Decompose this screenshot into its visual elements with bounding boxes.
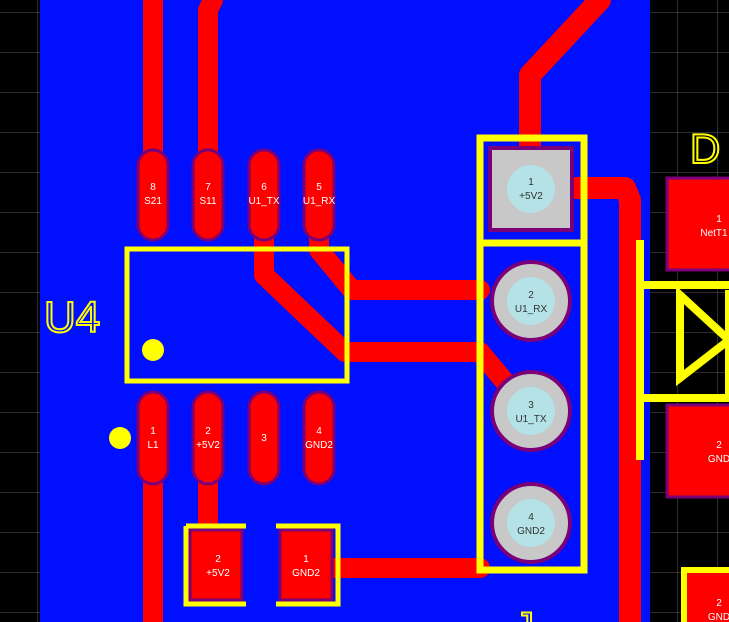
svg-text:2: 2: [528, 290, 534, 301]
designator-d1: D: [690, 125, 720, 172]
svg-text:7: 7: [205, 182, 211, 193]
svg-text:2: 2: [716, 598, 722, 609]
header-pin-2[interactable]: 2 U1_RX: [490, 260, 572, 342]
svg-text:8: 8: [150, 182, 156, 193]
u4-pad-8[interactable]: 8 S21: [136, 148, 170, 242]
right-pad-1[interactable]: 1 NetT1: [665, 176, 729, 272]
svg-text:S21: S21: [144, 196, 162, 207]
svg-text:4: 4: [316, 426, 322, 437]
svg-text:S11: S11: [199, 196, 216, 207]
trace-s11[interactable]: [198, 0, 223, 205]
d1-silkscreen: [636, 240, 729, 460]
svg-text:+5V2: +5V2: [519, 191, 543, 202]
designator-u4: U4: [44, 293, 100, 342]
u4-pad-5[interactable]: 5 U1_RX: [302, 148, 336, 242]
header-pin-3[interactable]: 3 U1_TX: [490, 370, 572, 452]
svg-text:L1: L1: [147, 440, 159, 451]
svg-text:U1_TX: U1_TX: [248, 196, 279, 207]
u4-pad-1[interactable]: 1 L1: [136, 390, 170, 486]
svg-text:U1_TX: U1_TX: [515, 414, 546, 425]
trace-group[interactable]: [143, 0, 641, 622]
svg-text:1: 1: [303, 554, 309, 565]
svg-text:1: 1: [716, 214, 722, 225]
svg-text:GND2: GND2: [292, 568, 320, 579]
svg-text:U1_RX: U1_RX: [303, 196, 336, 207]
svg-text:2: 2: [215, 554, 221, 565]
svg-text:3: 3: [261, 433, 267, 444]
svg-text:4: 4: [528, 512, 534, 523]
u4-pad-7[interactable]: 7 S11: [191, 148, 225, 242]
trace-right-pin1[interactable]: [559, 177, 641, 622]
svg-text:1: 1: [528, 177, 534, 188]
u4-pin1-indicator: [109, 427, 131, 449]
right-pad-3[interactable]: 2 GND: [681, 567, 729, 622]
svg-text:3: 3: [528, 400, 534, 411]
right-pad-2[interactable]: 2 GND: [665, 403, 729, 499]
svg-text:2: 2: [716, 440, 722, 451]
svg-text:+5V2: +5V2: [196, 440, 220, 451]
header-connector[interactable]: [476, 134, 588, 574]
svg-text:U1_RX: U1_RX: [515, 304, 548, 315]
u4-pin1-marker: [142, 339, 164, 361]
header-pin-4[interactable]: 4 GND2: [490, 482, 572, 564]
u4-pad-6[interactable]: 6 U1_TX: [247, 148, 281, 242]
u4-pad-4[interactable]: 4 GND2: [302, 390, 336, 486]
svg-text:NetT1: NetT1: [700, 228, 728, 239]
u4-pad-2[interactable]: 2 +5V2: [191, 390, 225, 486]
designator-j-partial: J: [514, 605, 534, 622]
svg-text:GND: GND: [708, 454, 729, 465]
small-pad-2[interactable]: 2 +5V2: [183, 523, 246, 607]
u4-pad-3[interactable]: 3: [247, 390, 281, 486]
svg-text:GND: GND: [708, 612, 729, 622]
svg-text:GND2: GND2: [517, 526, 545, 537]
svg-text:5: 5: [316, 182, 322, 193]
svg-text:1: 1: [150, 426, 156, 437]
header-pin-1[interactable]: 1 +5V2: [488, 146, 574, 232]
svg-text:+5V2: +5V2: [206, 568, 230, 579]
svg-text:2: 2: [205, 426, 211, 437]
svg-text:GND2: GND2: [305, 440, 333, 451]
svg-text:6: 6: [261, 182, 267, 193]
trace-top-pin1[interactable]: [519, 0, 611, 191]
u4-body-outline[interactable]: [124, 246, 350, 384]
small-pad-1[interactable]: 1 GND2: [276, 523, 341, 607]
